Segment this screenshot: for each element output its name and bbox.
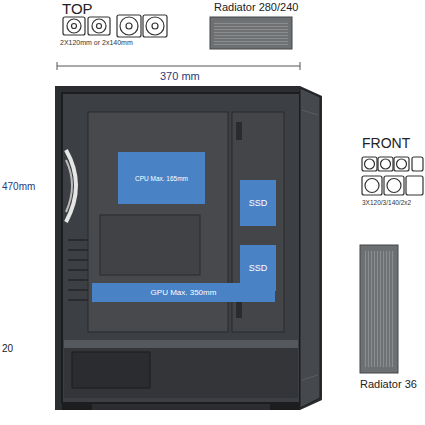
node-text: SSD: [249, 198, 268, 208]
node-text: SSD: [249, 263, 268, 273]
radiator-caption: Radiator 36: [360, 378, 417, 390]
width-dimension-text: 370 mm: [160, 70, 200, 82]
front-heading: FRONT: [362, 135, 410, 151]
front-radiator: [360, 245, 398, 373]
node-text: CPU Max. 165mm: [135, 175, 188, 182]
width-dimension: [57, 62, 300, 70]
top-radiator: [210, 17, 292, 49]
cpu-clearance-box: CPU Max. 165mm: [118, 152, 205, 204]
node-text: GPU Max. 350mm: [151, 288, 217, 297]
cut-off-text: 20: [2, 343, 13, 354]
ssd-bay: SSD: [240, 180, 276, 226]
height-dimension-text: 470mm: [2, 181, 35, 192]
top-fan-spec: 2X120mm or 2x140mm: [60, 39, 133, 46]
gpu-clearance-band: GPU Max. 350mm: [92, 283, 275, 302]
front-fan-icons: [362, 157, 423, 195]
radiator-caption: Radiator 280/240: [214, 1, 298, 13]
top-heading: TOP: [62, 0, 93, 17]
front-fan-spec: 3X120/3/140/2x2: [362, 199, 411, 206]
top-fan-icons: [63, 15, 167, 37]
case-body: [55, 86, 322, 410]
